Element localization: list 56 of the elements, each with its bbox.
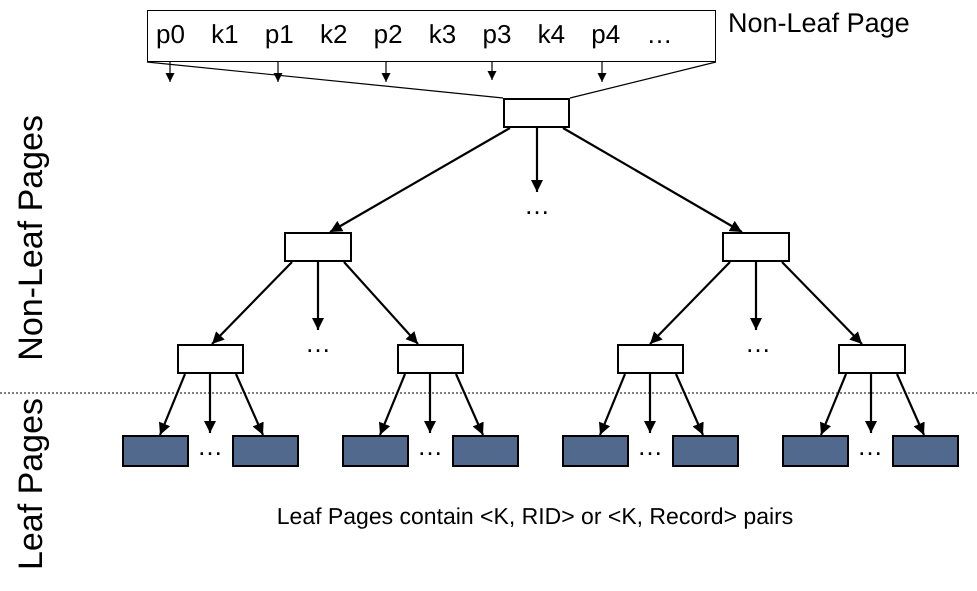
arrow: [378, 374, 406, 436]
ellipsis-mark: …: [635, 433, 665, 459]
arrow: [649, 261, 731, 345]
arrow: [235, 374, 264, 436]
ellipsis-mark: …: [303, 330, 333, 356]
arrow: [896, 374, 925, 436]
ellipsis-mark: …: [522, 192, 552, 218]
key-pointer-entries: p0 k1 p1 k2 p2 k3 p3 k4 p4 …: [156, 19, 672, 50]
side-label: Non-Leaf Pages: [12, 115, 51, 361]
leaf-page-box: [122, 435, 189, 467]
arrow: [488, 62, 496, 80]
leaf-page-box: [232, 435, 299, 467]
leaf-page-box: [342, 435, 409, 467]
arrow: [750, 262, 762, 330]
leaf-page-box: [672, 435, 739, 467]
index-page-box: [177, 344, 244, 374]
arrow: [274, 62, 282, 82]
arrow: [204, 374, 216, 433]
arrow: [644, 374, 656, 433]
arrow: [598, 374, 626, 436]
index-page-box: [284, 232, 352, 262]
connector-line: [146, 61, 504, 99]
arrow: [781, 261, 863, 345]
arrow: [455, 374, 484, 436]
arrow: [424, 374, 436, 433]
arrow: [675, 374, 704, 436]
root-page-box: [503, 98, 570, 128]
leaf-page-box: [782, 435, 849, 467]
arrow: [343, 261, 419, 345]
ellipsis-mark: …: [195, 433, 225, 459]
arrow: [820, 374, 848, 436]
leaf-page-box: [562, 435, 629, 467]
index-page-box: [397, 344, 464, 374]
non-leaf-page-box: [147, 10, 716, 62]
arrow: [166, 62, 174, 82]
index-page-box: [838, 344, 906, 374]
arrow: [598, 62, 606, 82]
leaf-page-box: [892, 435, 959, 467]
index-page-box: [722, 232, 790, 262]
connector-line: [570, 61, 716, 99]
arrow: [211, 261, 293, 345]
caption-text: Leaf Pages contain <K, RID> or <K, Record> pairs: [276, 503, 794, 530]
index-page-box: [617, 344, 684, 374]
side-label: Leaf Pages: [12, 398, 51, 570]
arrow: [312, 262, 324, 330]
ellipsis-mark: …: [855, 433, 885, 459]
page-title: Non-Leaf Page: [728, 8, 910, 39]
arrow: [382, 62, 390, 82]
arrow: [531, 128, 543, 192]
ellipsis-mark: …: [415, 433, 445, 459]
ellipsis-mark: …: [743, 330, 773, 356]
arrow: [329, 127, 511, 233]
arrow: [158, 374, 186, 436]
arrow: [562, 127, 743, 233]
arrow: [865, 374, 877, 433]
leaf-page-box: [452, 435, 519, 467]
